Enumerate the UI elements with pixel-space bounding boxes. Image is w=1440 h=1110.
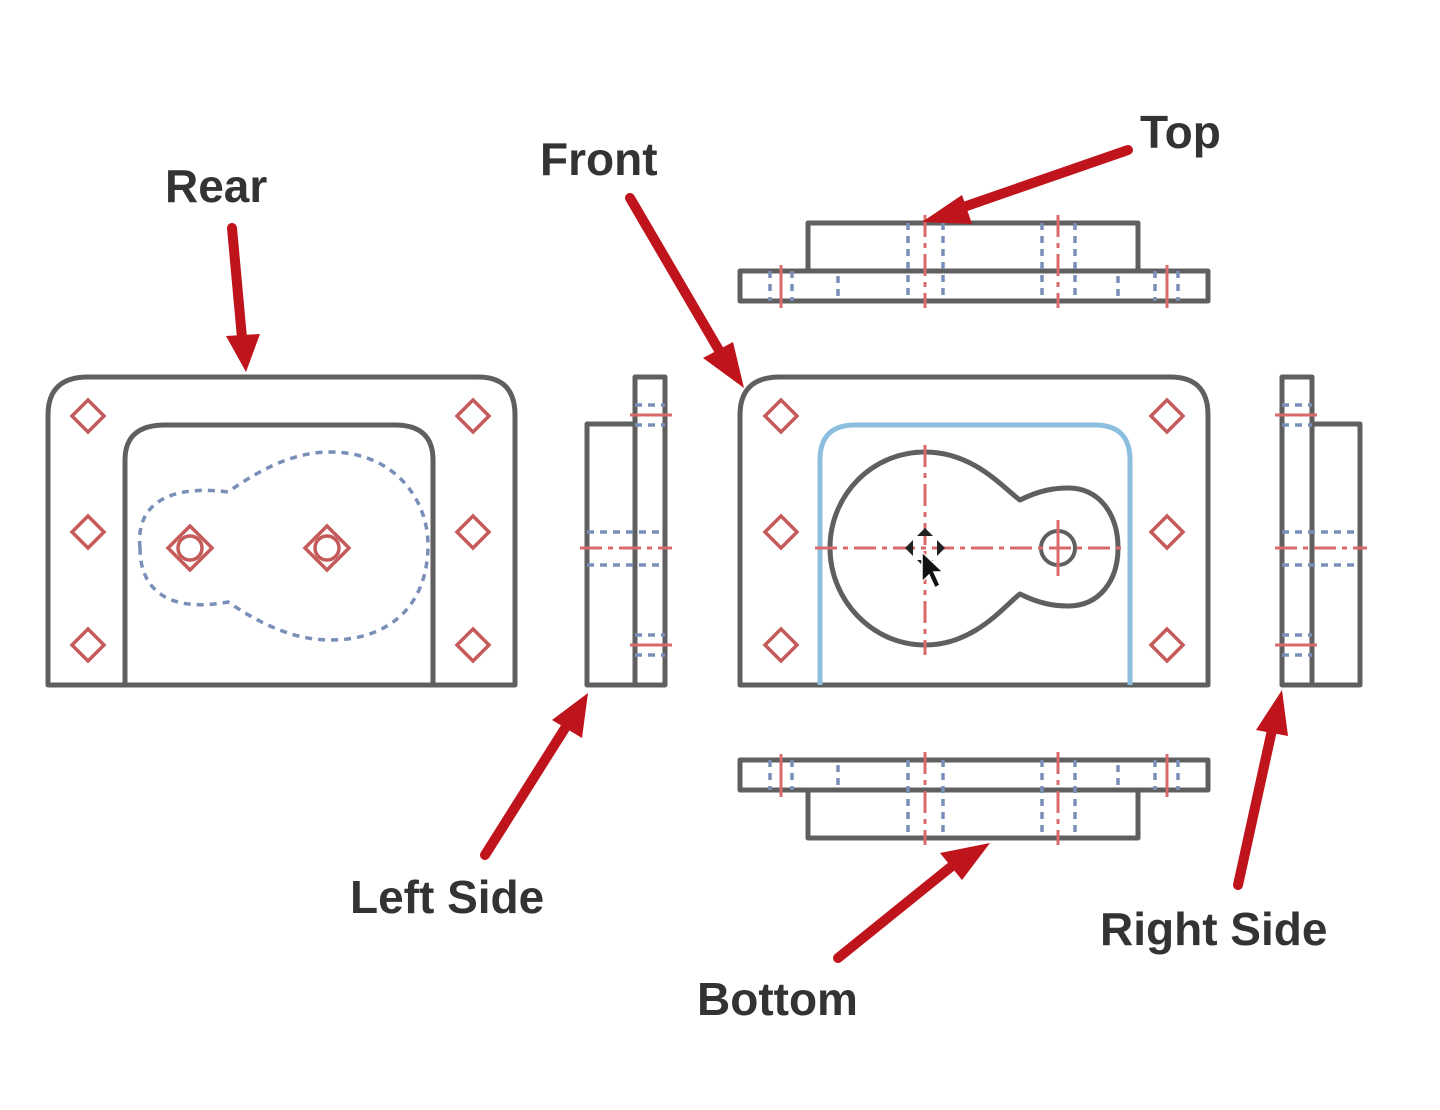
arrow-front <box>625 193 744 388</box>
label-rear: Rear <box>165 160 267 212</box>
arrow-right-side <box>1233 690 1288 890</box>
top-view <box>737 215 1211 308</box>
left-side-view <box>580 374 672 688</box>
label-bottom: Bottom <box>697 973 858 1025</box>
front-view <box>737 374 1211 688</box>
arrow-top <box>922 145 1133 224</box>
arrow-left-side <box>480 693 588 860</box>
label-left-side: Left Side <box>350 871 544 923</box>
move-cursor-icon <box>905 528 945 590</box>
bottom-view <box>737 752 1211 845</box>
label-front: Front <box>540 133 658 185</box>
rear-view <box>45 374 518 688</box>
label-right-side: Right Side <box>1100 903 1327 955</box>
rear-hole-marks <box>69 397 492 664</box>
label-top: Top <box>1140 106 1221 158</box>
arrow-rear <box>226 223 260 372</box>
right-side-view <box>1275 374 1367 688</box>
arrow-bottom <box>833 843 990 963</box>
front-hole-marks <box>762 397 1186 664</box>
